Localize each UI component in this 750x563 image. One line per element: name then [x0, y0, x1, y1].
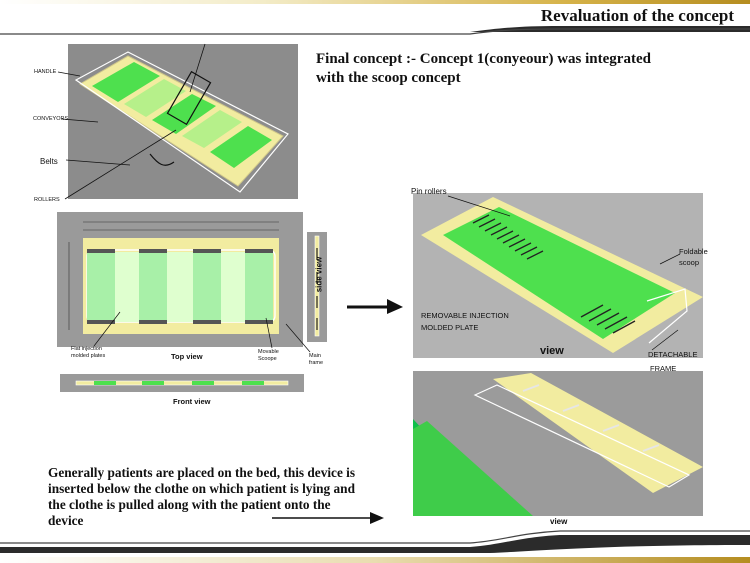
- label-removable-plate-1: REMOVABLE INJECTION: [421, 311, 509, 320]
- arrow-right-icon: [347, 299, 403, 314]
- label-top-view: Top view: [171, 352, 203, 361]
- small-arrow-right-icon: [272, 512, 384, 524]
- scoop-leader-lines: [447, 195, 681, 351]
- footer-band: [0, 530, 750, 563]
- headline: Final concept :- Concept 1(conyeour) was…: [316, 51, 651, 86]
- label-flat-plates: Flat injection molded plates: [71, 346, 106, 359]
- label-scoop-view: view: [540, 345, 564, 357]
- label-conveyors: CONVEYORS: [33, 116, 69, 122]
- header-band: [0, 0, 750, 35]
- label-detachable-frame-2: FRAME: [650, 364, 677, 373]
- front-view-drawing: [60, 374, 304, 392]
- label-belts: Belts: [40, 157, 58, 166]
- drawing-leader-lines: [93, 311, 311, 353]
- page-title: Revaluation of the concept: [540, 6, 734, 25]
- render-leader-lines: [57, 43, 206, 200]
- conveyor-render: [68, 44, 298, 199]
- label-front-view: Front view: [173, 397, 211, 406]
- body-paragraph: Generally patients are placed on the bed…: [48, 465, 356, 528]
- label-handle: HANDLE: [34, 69, 57, 75]
- label-bottom-view: view: [550, 517, 568, 526]
- label-movable-scoope: Movable Scoope: [258, 349, 279, 362]
- scoop-render: [413, 193, 703, 358]
- label-foldable-scoop: Foldable scoop: [679, 247, 708, 267]
- label-removable-plate-2: MOLDED PLATE: [421, 323, 479, 332]
- label-pin-rollers: Pin rollers: [411, 187, 447, 196]
- label-main-frame: Main frame: [309, 353, 324, 366]
- label-detachable-frame-1: DETACHABLE: [648, 350, 698, 359]
- device-on-bed-render: [413, 371, 703, 516]
- side-view-drawing: [307, 232, 327, 342]
- label-rollers: ROLLERS: [34, 197, 60, 203]
